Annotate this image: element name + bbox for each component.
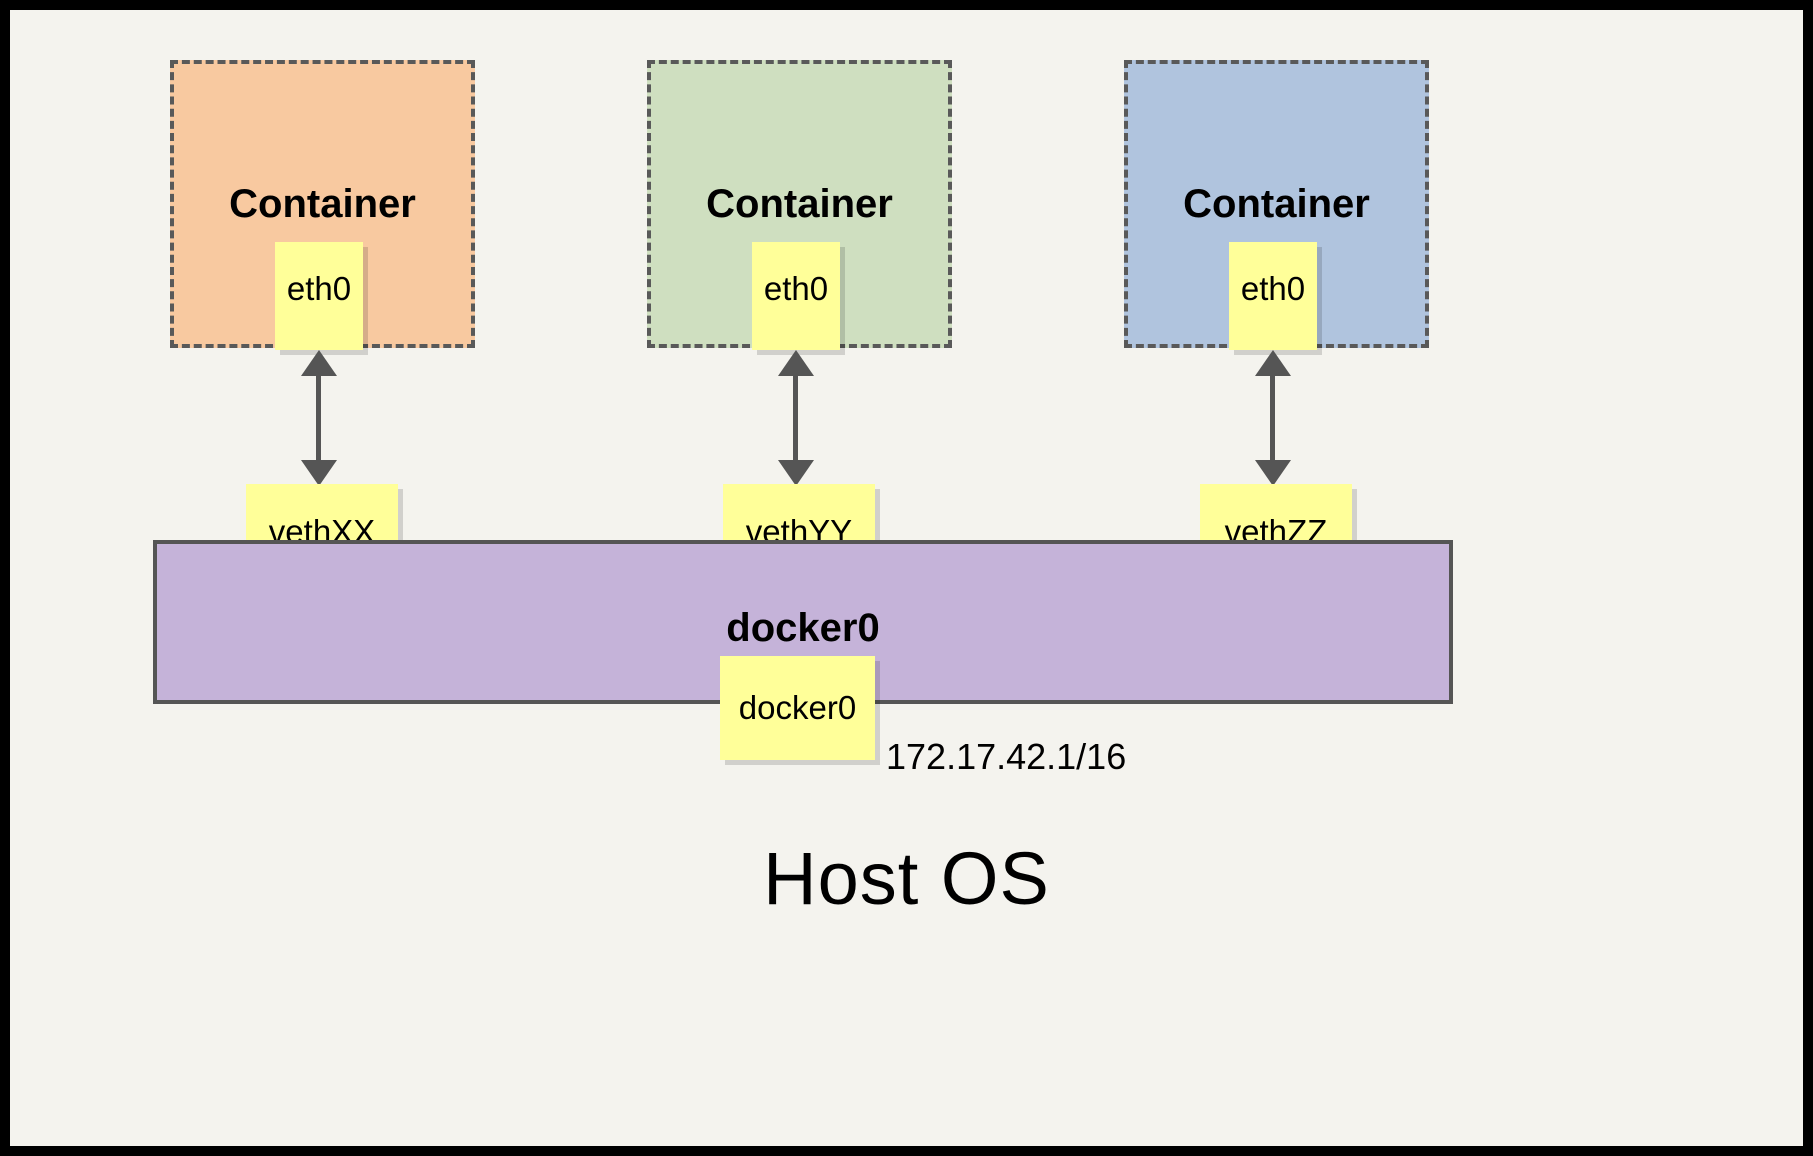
eth0-box-1: eth0 xyxy=(275,242,363,350)
arrow-shaft-2 xyxy=(793,374,798,462)
arrow-up-head-3 xyxy=(1255,350,1291,376)
eth0-label-1: eth0 xyxy=(286,270,352,307)
docker0-interface-label: docker0 xyxy=(738,689,857,726)
arrow-down-head-2 xyxy=(778,460,814,486)
docker0-interface-box: docker0 xyxy=(720,656,875,760)
eth0-box-2: eth0 xyxy=(752,242,840,350)
arrow-shaft-3 xyxy=(1270,374,1275,462)
docker0-bridge-label: docker0 xyxy=(726,606,880,650)
arrow-up-head-1 xyxy=(301,350,337,376)
eth0-label-2: eth0 xyxy=(763,270,829,307)
eth0-label-3: eth0 xyxy=(1240,270,1306,307)
arrow-down-head-3 xyxy=(1255,460,1291,486)
container-title-1: Container xyxy=(229,182,416,226)
container-title-3: Container xyxy=(1183,182,1370,226)
container-title-2: Container xyxy=(706,182,893,226)
eth0-box-3: eth0 xyxy=(1229,242,1317,350)
arrow-down-head-1 xyxy=(301,460,337,486)
container-box-2: Container xyxy=(647,60,952,348)
arrow-shaft-1 xyxy=(316,374,321,462)
arrow-up-head-2 xyxy=(778,350,814,376)
docker0-ip-label: 172.17.42.1/16 xyxy=(886,736,1127,777)
host-os-label: Host OS xyxy=(763,837,1050,920)
